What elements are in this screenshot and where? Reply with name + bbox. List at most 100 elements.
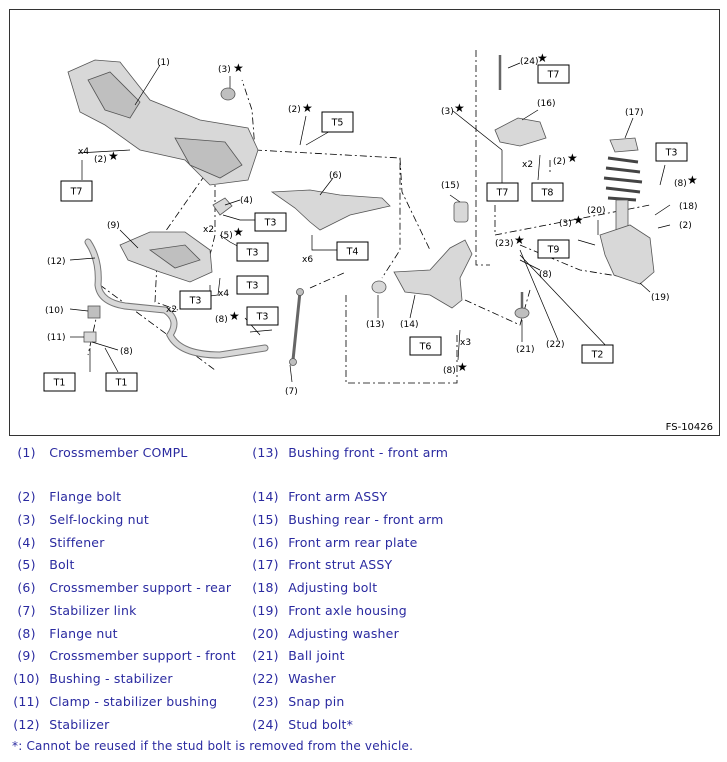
star-icon: ★ [229,309,240,323]
torque-t2: T2 [591,350,604,361]
torque-t3: T3 [246,281,259,292]
legend-item: (22) Washer [252,671,336,686]
legend-item: (1) Crossmember COMPL [17,445,188,460]
front-arm-rear-plate-part [494,117,547,147]
callouts: (1) (3) ★ (2) ★ x4 (2) ★ (4) (6) x2 (5) … [45,51,698,397]
callout-11: (11) [47,333,65,343]
callout-13: (13) [366,320,384,330]
torque-t3: T3 [246,248,259,259]
legend-item: (5) Bolt [17,557,75,572]
callout-7: (7) [285,387,298,397]
bushing-front-part [371,280,387,294]
ball-joint-part [514,292,530,319]
torque-boxes: T7 T5 T3 T3 T4 T3 T3 T3 T1 T1 T7 T7 T8 T… [43,64,688,392]
callout-24: (24) [520,57,538,67]
stabilizer-part [84,238,269,359]
legend-item: (17) Front strut ASSY [252,557,393,572]
callout-20: (20) [587,206,605,216]
star-icon: ★ [573,213,584,227]
bushing-stabilizer-part [87,305,101,319]
legend-item: (14) Front arm ASSY [252,489,388,504]
legend-item: (2) Flange bolt [17,489,122,504]
callout-2: (2) [94,155,107,165]
star-icon: ★ [302,101,313,115]
torque-t9: T9 [547,245,560,256]
callout-8: (8) [539,270,552,280]
legend-item: (3) Self-locking nut [17,512,149,527]
callout-6: (6) [329,171,342,181]
crossmember-support-rear-part [270,189,391,231]
front-axle-housing-part [599,224,655,285]
star-icon: ★ [233,61,244,75]
torque-t5: T5 [331,118,344,129]
callout-19: (19) [651,293,669,303]
legend-item: (9) Crossmember support - front [17,648,236,663]
star-icon: ★ [514,233,525,247]
callout-15: (15) [441,181,459,191]
qty-label: x4 [78,147,89,157]
callout-18: (18) [679,202,697,212]
callout-8: (8) [215,315,228,325]
legend-item: (15) Bushing rear - front arm [252,512,444,527]
callout-8: (8) [120,347,133,357]
front-arm-part [393,239,473,309]
legend-item: (16) Front arm rear plate [252,535,418,550]
callout-2: (2) [679,221,692,231]
star-icon: ★ [108,149,119,163]
callout-22: (22) [546,340,564,350]
self-locking-nut-part [220,87,236,101]
callout-3: (3) [218,65,231,75]
bushing-rear-part [453,201,469,223]
legend-item: (21) Ball joint [252,648,345,663]
callout-3: (3) [559,219,572,229]
legend-item: (6) Crossmember support - rear [17,580,232,595]
legend-item: (19) Front axle housing [252,603,407,618]
callout-16: (16) [537,99,555,109]
legend-item: (4) Stiffener [17,535,105,550]
stabilizer-link-part [289,288,304,366]
qty-label: x2 [203,225,214,235]
qty-label: x6 [302,255,313,265]
callout-4: (4) [240,196,253,206]
star-icon: ★ [567,151,578,165]
torque-t7: T7 [496,188,509,199]
star-icon: ★ [454,101,465,115]
legend-item: (7) Stabilizer link [17,603,137,618]
callout-8: (8) [674,179,687,189]
torque-t3: T3 [256,312,269,323]
exploded-diagram: (1) (3) ★ (2) ★ x4 (2) ★ (4) (6) x2 (5) … [9,9,720,436]
torque-t7: T7 [547,70,560,81]
callout-2: (2) [288,105,301,115]
callout-1: (1) [157,58,170,68]
qty-label: x3 [460,338,471,348]
callout-21: (21) [516,345,534,355]
callout-9: (9) [107,221,120,231]
star-icon: ★ [537,51,548,65]
torque-t3: T3 [189,296,202,307]
footnote: *: Cannot be reused if the stud bolt is … [12,739,414,753]
callout-17: (17) [625,108,643,118]
torque-t3: T3 [665,148,678,159]
torque-t1: T1 [53,378,66,389]
legend-item: (13) Bushing front - front arm [252,445,449,460]
star-icon: ★ [457,360,468,374]
torque-t1: T1 [115,378,128,389]
legend-item: (11) Clamp - stabilizer bushing [13,694,218,709]
callout-14: (14) [400,320,418,330]
legend-item: (10) Bushing - stabilizer [13,671,173,686]
qty-label: x4 [218,289,229,299]
crossmember-part [67,59,259,186]
stiffener-part [212,197,233,216]
torque-t4: T4 [346,247,359,258]
torque-t8: T8 [541,188,554,199]
legend-item: (18) Adjusting bolt [252,580,378,595]
callout-5: (5) [220,231,233,241]
callout-2: (2) [553,157,566,167]
torque-t7: T7 [70,187,83,198]
star-icon: ★ [687,173,698,187]
crossmember-support-front-part [119,231,213,283]
star-icon: ★ [233,225,244,239]
callout-10: (10) [45,306,63,316]
legend-item: (8) Flange nut [17,626,118,641]
figure-code: FS-10426 [665,422,713,433]
